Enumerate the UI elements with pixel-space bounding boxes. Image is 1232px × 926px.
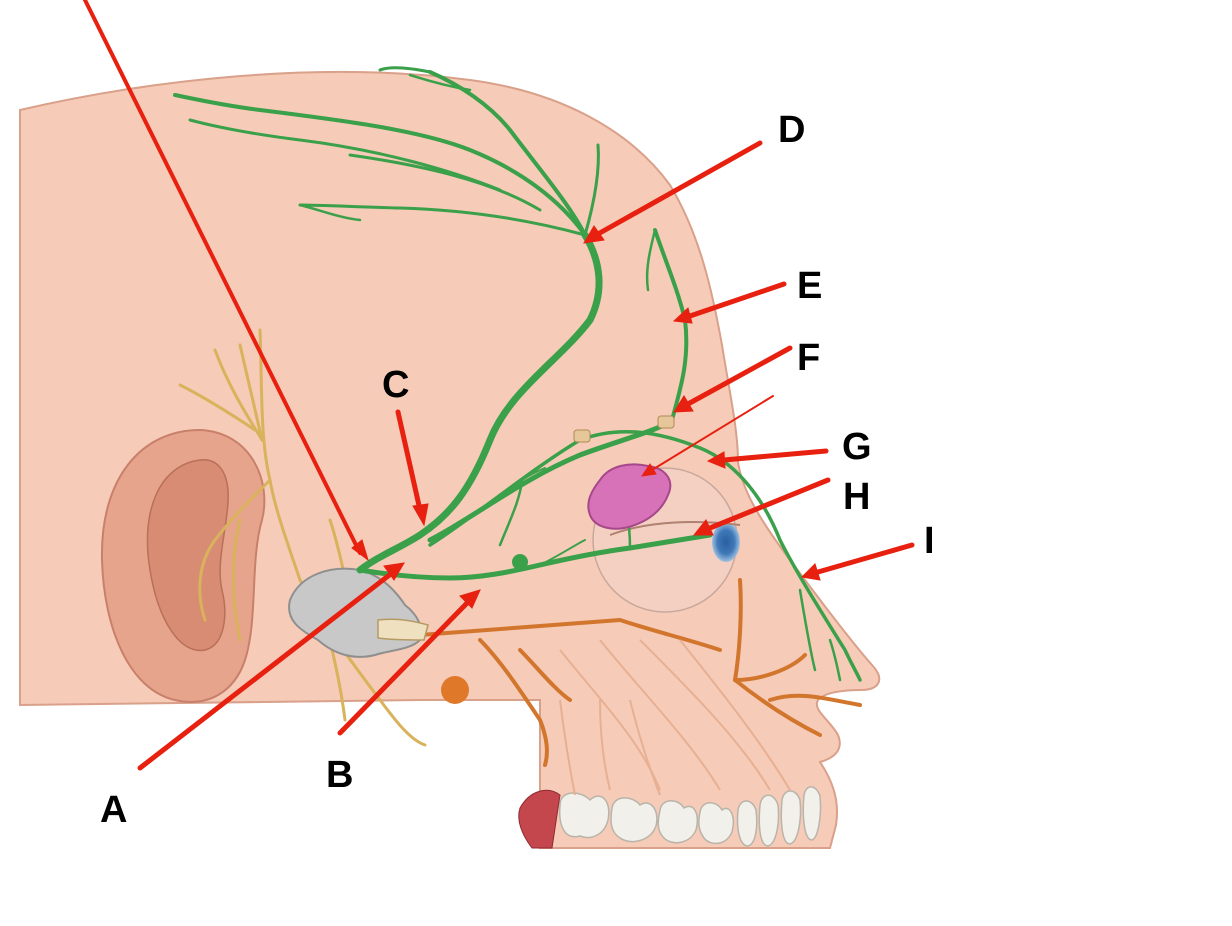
arrow-e-line [687, 281, 787, 319]
pointer-head-top-left [351, 539, 369, 562]
mandibular-root [377, 618, 429, 641]
nerve-junction-f2 [657, 415, 675, 429]
label-e: E [797, 265, 822, 307]
teeth [558, 786, 822, 847]
otic-ganglion [441, 676, 469, 704]
label-c: C [382, 364, 409, 406]
arrow-e-head [672, 307, 693, 324]
nerve-junction-f1 [573, 429, 591, 443]
ear-inner [146, 459, 229, 652]
arrow-g-line [721, 448, 829, 463]
labels: A B C D E F G H I [100, 109, 935, 831]
arrow-h-line [707, 477, 831, 531]
pointer-arrows [83, 0, 915, 771]
arrow-f-head [673, 395, 694, 413]
arrow-c-head [412, 503, 429, 527]
arrow-a-head [383, 562, 405, 581]
arrow-f-line [685, 345, 793, 407]
lacrimal-gland [587, 463, 672, 530]
head-illustration [0, 60, 881, 849]
arrow-g-head [706, 451, 726, 469]
light-facial-nerves [559, 639, 791, 796]
facial-region-nerves [418, 578, 862, 767]
arrow-b-line [337, 597, 473, 736]
label-a: A [100, 789, 127, 831]
arrow-d-line [595, 140, 763, 237]
label-f: F [797, 337, 820, 379]
arrow-d-head [583, 225, 605, 244]
label-i: I [924, 520, 935, 562]
pointer-line-gland [651, 395, 774, 471]
label-b: B [326, 754, 353, 796]
label-d: D [778, 109, 805, 151]
arrow-a-line [137, 570, 395, 771]
masseter-muscle [518, 789, 561, 849]
arrow-i-line [815, 542, 915, 575]
pointer-line-top-left [83, 0, 362, 555]
arrow-i-head [800, 563, 821, 581]
arrow-h-head [692, 519, 714, 536]
pointer-head-gland [640, 463, 657, 477]
arrow-c-line [395, 409, 423, 513]
arrow-b-head [459, 589, 481, 609]
label-h: H [843, 476, 870, 518]
iris [712, 522, 740, 562]
ciliary-ganglion [512, 554, 528, 570]
label-g: G [842, 426, 872, 468]
head-fade [0, 60, 90, 820]
